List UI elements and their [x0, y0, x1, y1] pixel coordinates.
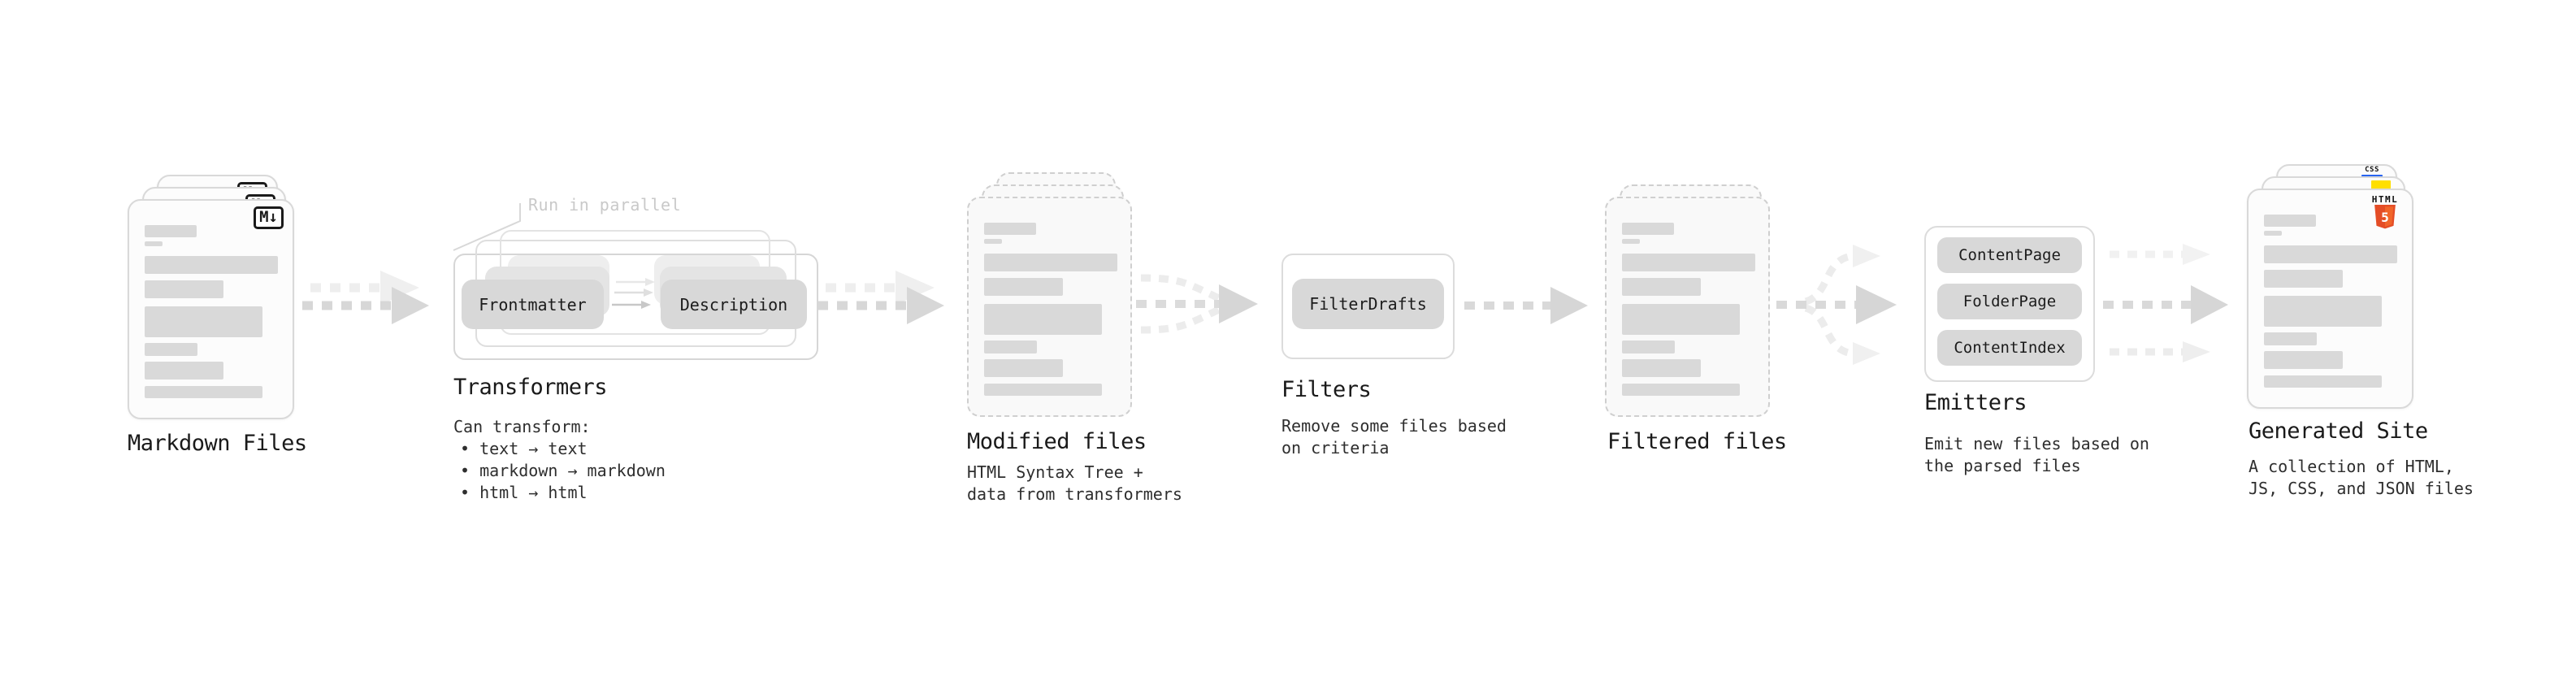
skeleton-text-bar: [2264, 245, 2397, 263]
arrow-transformers-to-modified: [817, 271, 944, 324]
skeleton-text-bar: [1622, 223, 1674, 235]
skeleton-text-bar: [984, 254, 1117, 271]
emitters-desc: Emit new files based on the parsed files: [1924, 433, 2149, 477]
skeleton-text-bar: [1622, 359, 1701, 377]
note-callout-line: [453, 203, 521, 251]
modified-files-desc-line-1: HTML Syntax Tree +: [967, 462, 1143, 482]
skeleton-text-bar: [1622, 304, 1740, 335]
transform-bullet: text → text: [460, 438, 666, 460]
emitter-node-folderpage: FolderPage: [1937, 284, 2082, 319]
html5-icon-number: 5: [2381, 210, 2389, 225]
frontmatter-node: Frontmatter: [462, 280, 604, 329]
modified-files-desc: HTML Syntax Tree + data from transformer…: [967, 462, 1182, 505]
skeleton-text-bar: [2264, 375, 2382, 388]
run-in-parallel-note: Run in parallel: [528, 195, 682, 215]
emitter-node-contentindex: ContentIndex: [1937, 330, 2082, 366]
parallel-arrow-front: [612, 301, 651, 309]
js-file-icon: [2371, 180, 2391, 191]
generated-file-card-front: HTML 5: [2247, 189, 2413, 409]
filters-title: Filters: [1281, 377, 1372, 402]
filters-desc-line-2: on criteria: [1281, 438, 1390, 458]
transformers-subtitle: Can transform:: [453, 417, 591, 436]
filtered-files-title: Filtered files: [1607, 429, 1787, 454]
skeleton-text-bar: [984, 359, 1063, 377]
skeleton-text-bar: [984, 304, 1102, 335]
transform-bullet-list: text → text markdown → markdown html → h…: [460, 438, 666, 504]
arrow-filters-to-filtered: [1464, 287, 1588, 324]
skeleton-text-bar: [984, 223, 1036, 235]
arrow-markdown-to-transformers: [302, 271, 429, 324]
arrow-fork-filtered-to-emitters: [1776, 245, 1897, 365]
skeleton-text-bar: [1622, 239, 1640, 244]
markdown-file-card-front: M↓: [128, 199, 294, 419]
modified-files-title: Modified files: [967, 429, 1147, 454]
parallel-arrow-back: [616, 278, 655, 286]
filtered-file-card-front: [1605, 197, 1770, 417]
description-node: Description: [661, 280, 807, 329]
filters-desc: Remove some files based on criteria: [1281, 415, 1507, 459]
skeleton-text-bar: [1622, 340, 1675, 354]
transform-bullet: markdown → markdown: [460, 460, 666, 482]
skeleton-text-bar: [2264, 215, 2316, 227]
filterdrafts-node: FilterDrafts: [1292, 279, 1444, 329]
emitters-desc-line-2: the parsed files: [1924, 456, 2081, 475]
html5-icon-label: HTML: [2371, 194, 2399, 205]
skeleton-text-bar: [2264, 296, 2382, 327]
skeleton-text-bar: [145, 343, 197, 356]
skeleton-text-bar: [145, 241, 163, 246]
skeleton-text-bar: [2264, 351, 2343, 369]
skeleton-text-bar: [1622, 254, 1755, 271]
skeleton-text-bar: [984, 239, 1002, 244]
filters-desc-line-1: Remove some files based: [1281, 416, 1507, 436]
skeleton-text-bar: [984, 384, 1102, 396]
arrow-emitters-to-generated: [2103, 244, 2228, 362]
markdown-files-title: Markdown Files: [128, 431, 307, 456]
emitters-title: Emitters: [1924, 390, 2027, 415]
markdown-icon: M↓: [254, 206, 284, 229]
transform-bullet: html → html: [460, 482, 666, 504]
arrow-merge-modified-to-filters: [1136, 274, 1258, 334]
skeleton-text-bar: [145, 386, 262, 398]
generated-site-desc-line-2: JS, CSS, and JSON files: [2249, 479, 2474, 498]
modified-files-desc-line-2: data from transformers: [967, 484, 1182, 504]
skeleton-text-bar: [2264, 270, 2343, 288]
css-icon-label: CSS: [2365, 166, 2379, 174]
generated-site-desc-line-1: A collection of HTML,: [2249, 457, 2454, 476]
generated-site-title: Generated Site: [2249, 419, 2428, 444]
skeleton-text-bar: [984, 340, 1037, 354]
skeleton-text-bar: [2264, 231, 2282, 236]
skeleton-text-bar: [1622, 278, 1701, 296]
emitter-node-contentpage: ContentPage: [1937, 237, 2082, 273]
skeleton-text-bar: [1622, 384, 1740, 396]
generated-site-desc: A collection of HTML, JS, CSS, and JSON …: [2249, 456, 2474, 500]
skeleton-text-bar: [145, 280, 223, 298]
transformers-title: Transformers: [453, 375, 608, 400]
skeleton-text-bar: [145, 225, 197, 237]
skeleton-text-bar: [984, 278, 1063, 296]
skeleton-text-bar: [2264, 332, 2317, 345]
skeleton-text-bar: [145, 306, 262, 337]
skeleton-text-bar: [145, 256, 278, 274]
html5-icon: HTML 5: [2368, 195, 2402, 229]
emitters-desc-line-1: Emit new files based on: [1924, 434, 2149, 453]
modified-file-card-front: [967, 197, 1132, 417]
skeleton-text-bar: [145, 362, 223, 380]
parallel-arrow-middle: [614, 288, 653, 297]
